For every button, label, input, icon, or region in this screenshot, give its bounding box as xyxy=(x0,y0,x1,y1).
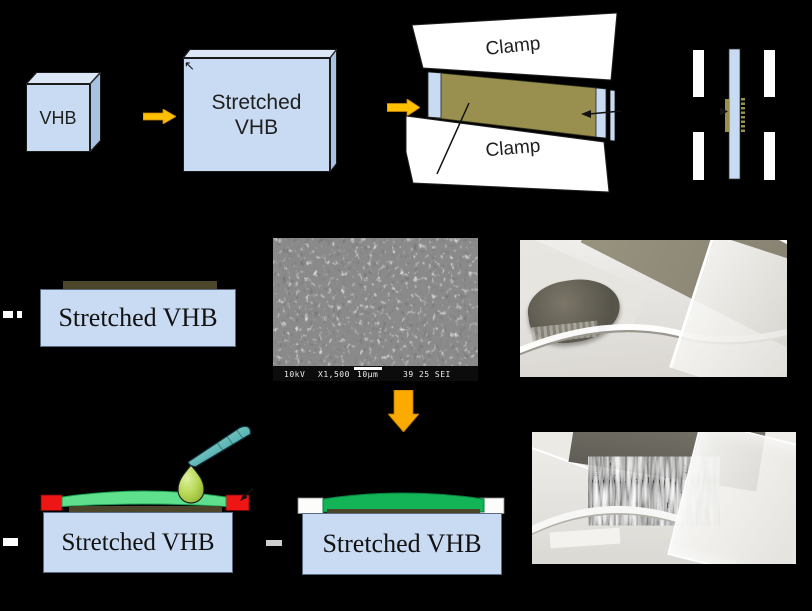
vhb-cube-side-face xyxy=(90,72,101,152)
panel-top-face xyxy=(183,49,338,58)
clamp-bar xyxy=(693,132,704,180)
sem-magnification: X1,500 xyxy=(318,370,350,379)
stretched-vhb-box-dispense: Stretched VHB xyxy=(43,512,233,573)
dispense-schematic-graphics xyxy=(40,425,254,511)
edge-mark xyxy=(3,311,13,318)
pipette-icon xyxy=(187,425,252,468)
edge-mark xyxy=(266,540,282,546)
stretched-vhb-label-mid: Stretched VHB xyxy=(58,303,218,332)
panel-front-face: Stretched VHB xyxy=(183,58,330,172)
spacer-left-white xyxy=(297,497,324,514)
stretched-vhb-box-mid: Stretched VHB xyxy=(40,289,236,347)
photo-peeled-film xyxy=(532,432,796,564)
photo-blade-coating xyxy=(520,240,787,377)
top-clamp xyxy=(411,12,618,81)
clamped-film-cross-section xyxy=(693,48,775,180)
edge-mark xyxy=(17,311,22,318)
clamp-assembly xyxy=(405,12,622,193)
sem-info-bar: 10kV X1,500 10μm 39 25 SEI xyxy=(273,366,478,381)
clamp-bar xyxy=(693,50,704,97)
clamp-step-arrow-icon xyxy=(387,99,420,116)
droplet-icon xyxy=(177,464,205,504)
vhb-cube-top-face xyxy=(26,72,101,84)
sem-micrograph: 10kV X1,500 10μm 39 25 SEI xyxy=(273,238,478,381)
sem-voltage: 10kV xyxy=(284,370,306,379)
membrane-end-tab-left xyxy=(427,71,442,119)
spacer-pointer-head-icon xyxy=(240,493,248,501)
stretched-vhb-label-dispense: Stretched VHB xyxy=(61,528,215,556)
edge-mark xyxy=(3,538,18,546)
leader-arrow-shaft xyxy=(588,110,622,115)
sem-texture xyxy=(273,238,478,366)
spacer-pointer-shaft xyxy=(244,487,254,497)
panel-label-line1: Stretched xyxy=(211,90,302,114)
bottom-clamp xyxy=(405,115,610,193)
leader-arrow-head-icon xyxy=(581,110,591,118)
stretch-direction-arrow-icon: ↖ xyxy=(184,58,195,73)
clamp-bar xyxy=(764,132,775,180)
coating-strip-dispense xyxy=(69,506,222,512)
pointer-arrow-head-icon xyxy=(720,107,728,116)
leader-line xyxy=(436,102,470,175)
sem-stamp: 39 25 SEI xyxy=(403,370,451,379)
cured-schematic-graphics xyxy=(297,492,505,514)
vhb-film-edge xyxy=(728,48,741,180)
stretch-step-arrow-icon xyxy=(143,109,176,124)
sem-scale-label: 10μm xyxy=(357,370,379,379)
clamp-bar xyxy=(764,50,775,97)
sem-scale-bar xyxy=(354,367,382,370)
coating-layer-left xyxy=(725,99,729,132)
vhb-cube-front-face: VHB xyxy=(26,84,90,152)
coating-strip-mid xyxy=(63,281,217,289)
membrane-edge-bar xyxy=(609,89,616,142)
stretched-vhb-label-cured: Stretched VHB xyxy=(322,529,482,558)
panel-label-line2: VHB xyxy=(234,116,279,139)
stretched-vhb-box-cured: Stretched VHB xyxy=(302,513,502,575)
spacer-left xyxy=(40,494,63,511)
vhb-cube-label: VHB xyxy=(39,107,77,128)
cure-step-arrow-icon xyxy=(388,390,419,432)
coating-strip-cured xyxy=(327,509,480,514)
panel-side-face xyxy=(330,49,337,173)
pipette-hatch-lines xyxy=(215,428,245,453)
